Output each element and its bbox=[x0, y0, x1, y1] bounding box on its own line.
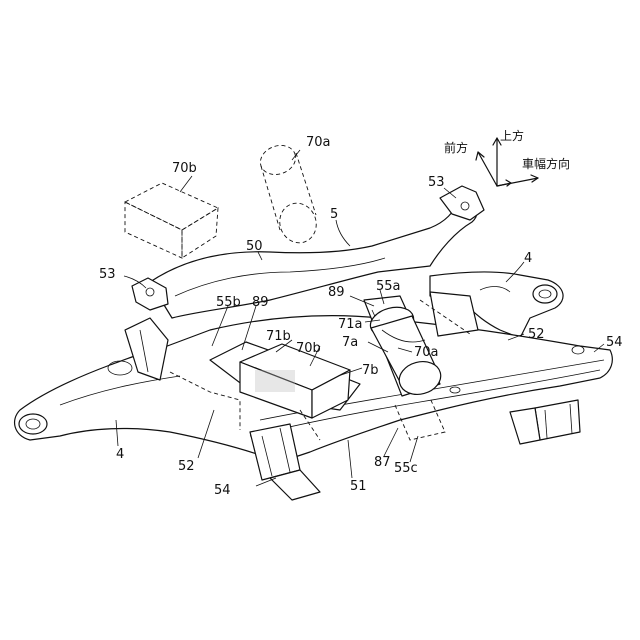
front-label: 前方 bbox=[444, 140, 468, 155]
label-53-right: 53 bbox=[428, 175, 445, 190]
label-50: 50 bbox=[246, 239, 263, 254]
label-7a: 7a bbox=[342, 335, 358, 350]
up-label: 上方 bbox=[500, 128, 524, 143]
battery-70b-phantom bbox=[125, 183, 218, 258]
label-54-right: 54 bbox=[606, 335, 623, 350]
label-71a: 71a bbox=[338, 317, 363, 332]
label-71b: 71b bbox=[266, 329, 291, 344]
label-54-bottom: 54 bbox=[214, 483, 231, 498]
label-5: 5 bbox=[330, 207, 338, 222]
label-70b-top: 70b bbox=[172, 161, 197, 176]
label-51: 51 bbox=[350, 479, 367, 494]
label-53-left: 53 bbox=[99, 267, 116, 282]
front-arrow bbox=[478, 152, 497, 186]
label-70b-mid: 70b bbox=[296, 341, 321, 356]
label-52-right: 52 bbox=[528, 327, 545, 342]
bracket-54-right bbox=[510, 400, 580, 444]
label-52-bottom: 52 bbox=[178, 459, 195, 474]
width-label: 車幅方向 bbox=[522, 156, 570, 171]
label-55a: 55a bbox=[376, 279, 401, 294]
label-89-a: 89 bbox=[328, 285, 345, 300]
label-4-left: 4 bbox=[116, 447, 124, 462]
label-70a-top: 70a bbox=[306, 135, 331, 150]
label-70a-mid: 70a bbox=[414, 345, 439, 360]
label-87: 87 bbox=[374, 455, 391, 470]
battery-70a-phantom bbox=[256, 141, 321, 248]
label-4-right: 4 bbox=[524, 251, 532, 266]
label-55c: 55c bbox=[394, 461, 418, 476]
label-89-b: 89 bbox=[252, 295, 269, 310]
label-55b: 55b bbox=[216, 295, 241, 310]
label-7b: 7b bbox=[362, 363, 379, 378]
